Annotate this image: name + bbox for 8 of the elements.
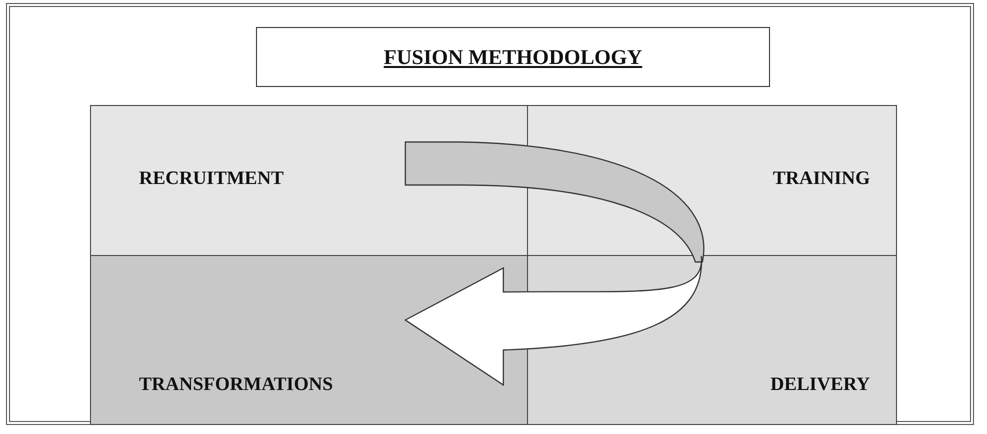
quadrant-label: RECRUITMENT xyxy=(139,168,284,190)
curved-arrow xyxy=(404,141,704,386)
title-text: FUSION METHODOLOGY xyxy=(384,44,642,70)
quadrant-label: TRANSFORMATIONS xyxy=(139,374,333,396)
quadrant-label: TRAINING xyxy=(772,168,870,190)
quadrant-box xyxy=(90,105,528,256)
quadrant-label: DELIVERY xyxy=(770,374,870,396)
title-box xyxy=(256,27,770,87)
